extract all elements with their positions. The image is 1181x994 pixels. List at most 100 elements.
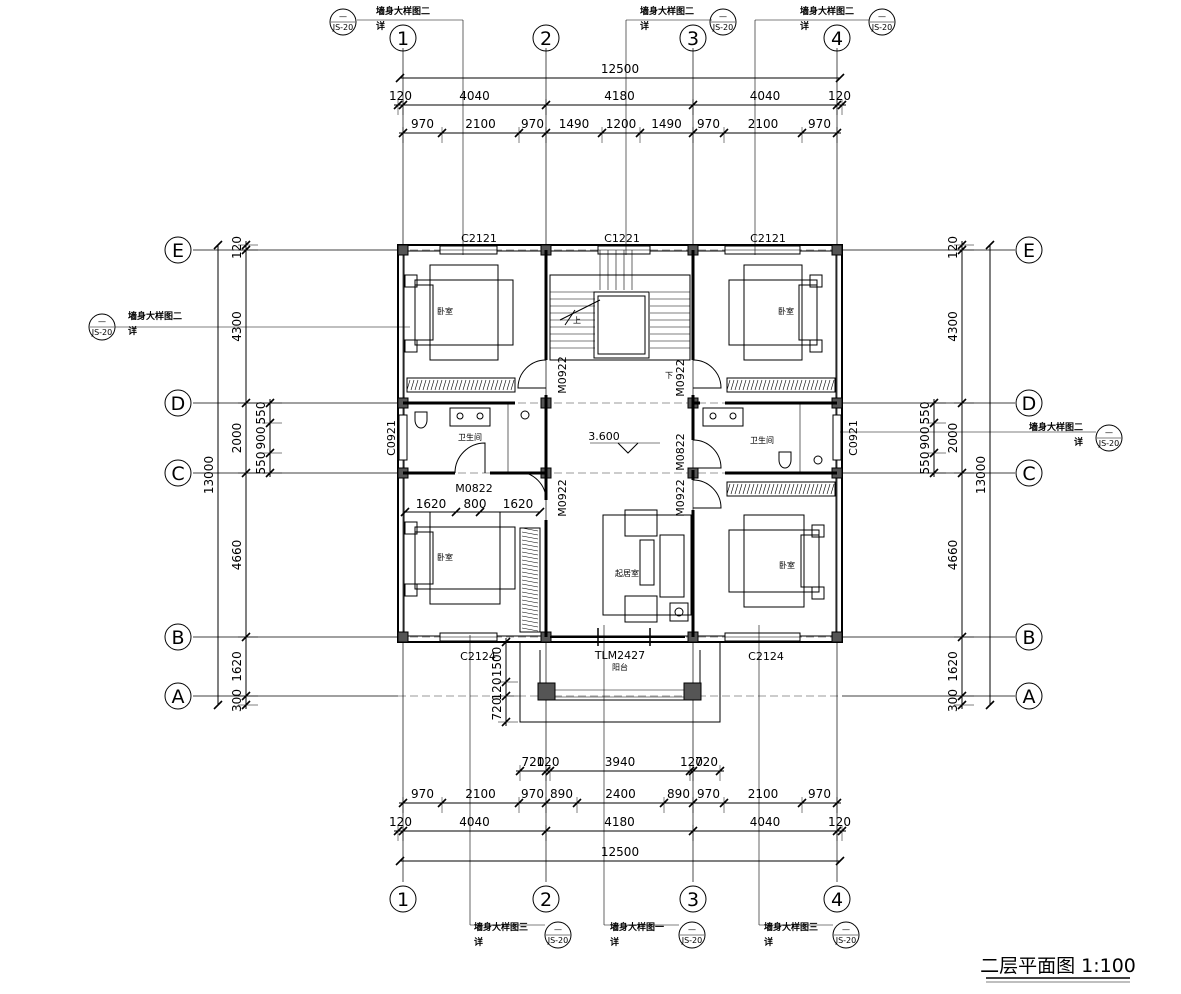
wardrobe-hanger — [798, 379, 803, 391]
wardrobe-hanger — [446, 379, 451, 391]
wardrobe-hanger — [750, 379, 755, 391]
wardrobe-hanger — [730, 379, 735, 391]
dimension-label: 1200 — [606, 117, 637, 131]
wardrobe-hanger — [430, 379, 435, 391]
detail-note: 墙身大样图二 — [128, 310, 182, 322]
detail-note-sub: 详 — [640, 20, 649, 32]
wardrobe-hanger — [794, 379, 799, 391]
wardrobe — [519, 527, 541, 633]
stair-break — [564, 309, 576, 326]
window-tag: C2121 — [750, 232, 786, 245]
wardrobe-hanger — [521, 543, 539, 548]
detail-note: 墙身大样图一 — [610, 921, 664, 933]
dimension-label: 1620 — [503, 497, 534, 511]
wardrobe-hanger — [822, 483, 827, 495]
wardrobe-hanger — [782, 379, 787, 391]
axis-bubble-top-2 — [532, 24, 560, 52]
dimension-label: 720 — [490, 698, 504, 721]
detail-callout — [709, 8, 737, 36]
wardrobe-hanger — [521, 563, 539, 568]
wardrobe-hanger — [478, 379, 483, 391]
wardrobe-hanger — [826, 379, 831, 391]
room-label: 卫生间 — [750, 435, 774, 445]
room-label: 卧室 — [779, 560, 795, 570]
dimension-label: 4180 — [604, 815, 635, 829]
room-label: 阳台 — [612, 662, 628, 672]
axis-bubble-right-B — [1015, 623, 1043, 651]
floor-drain — [520, 410, 530, 420]
wardrobe-hanger — [790, 379, 795, 391]
wardrobe-hanger — [762, 483, 767, 495]
sofa — [659, 534, 685, 598]
wardrobe-hanger — [810, 379, 815, 391]
coffee-table — [639, 539, 655, 586]
exterior-wall — [397, 244, 843, 643]
wardrobe-hanger — [830, 483, 835, 495]
level-symbol — [617, 442, 639, 454]
wardrobe-hanger — [521, 623, 539, 628]
stair-up-label: 上 — [573, 316, 581, 325]
door-swing — [692, 479, 722, 509]
axis-bubble-left-C-label: C — [171, 463, 184, 485]
axis-bubble-right-A — [1015, 682, 1043, 710]
stair-enclosure — [549, 274, 691, 361]
wardrobe-hanger — [521, 567, 539, 572]
axis-bubble-top-2-label: 2 — [540, 28, 552, 50]
axis-bubble-right-A-label: A — [1023, 686, 1036, 708]
wardrobe-hanger — [734, 483, 739, 495]
dimension-label: 1500 — [490, 647, 504, 678]
axis-bubble-right-D — [1015, 389, 1043, 417]
detail-note-sub: 详 — [1074, 436, 1083, 448]
dimension-label: 4660 — [230, 540, 244, 571]
dimension-label: 120 — [490, 678, 504, 701]
wardrobe-hanger — [521, 627, 539, 632]
wardrobe-hanger — [521, 603, 539, 608]
nightstand — [811, 586, 825, 600]
wardrobe-hanger — [750, 483, 755, 495]
wardrobe-hanger — [794, 483, 799, 495]
wardrobe-hanger — [422, 379, 427, 391]
bed — [429, 264, 499, 361]
wardrobe-hanger — [506, 379, 511, 391]
wardrobe-hanger — [806, 483, 811, 495]
wardrobe-hanger — [742, 483, 747, 495]
column — [397, 631, 409, 643]
dimension-label: 720 — [522, 755, 545, 769]
room-label: 卧室 — [437, 552, 453, 562]
detail-callout — [868, 8, 896, 36]
wardrobe-hanger — [470, 379, 475, 391]
sink — [476, 412, 484, 420]
window-tag: C2121 — [461, 232, 497, 245]
sink — [709, 412, 717, 420]
nightstand — [811, 524, 825, 538]
dimension-label: 120 — [828, 815, 851, 829]
window-tag: C2124 — [460, 650, 496, 663]
wardrobe-hanger — [494, 379, 499, 391]
detail-callout-top: — — [842, 925, 850, 934]
wardrobe-hanger — [521, 527, 539, 532]
detail-callout — [544, 921, 572, 949]
dimension-label: 900 — [918, 427, 932, 450]
dimension-tick — [395, 73, 405, 83]
wardrobe-hanger — [770, 379, 775, 391]
dimension-total-bottom: 12500 — [601, 845, 639, 859]
detail-callout-code: JS-20 — [547, 936, 569, 945]
detail-callout-code: JS-20 — [1098, 439, 1120, 448]
dimension-label: 1620 — [946, 651, 960, 682]
bed-mattress — [728, 279, 818, 346]
side-table — [669, 602, 689, 622]
axis-bubble-bottom-3 — [679, 885, 707, 913]
wardrobe-hanger — [438, 379, 443, 391]
wardrobe-hanger — [814, 379, 819, 391]
dimension-tick — [835, 73, 845, 83]
axis-bubble-top-3 — [679, 24, 707, 52]
column — [831, 244, 843, 256]
door-swing — [692, 439, 722, 469]
axis-bubble-bottom-1 — [389, 885, 417, 913]
dimension-label: 3940 — [605, 755, 636, 769]
dimension-label: 120 — [389, 815, 412, 829]
wardrobe-hanger — [521, 579, 539, 584]
wardrobe-hanger — [818, 379, 823, 391]
wardrobe-hanger — [758, 483, 763, 495]
door-tag: M0822 — [674, 433, 687, 471]
